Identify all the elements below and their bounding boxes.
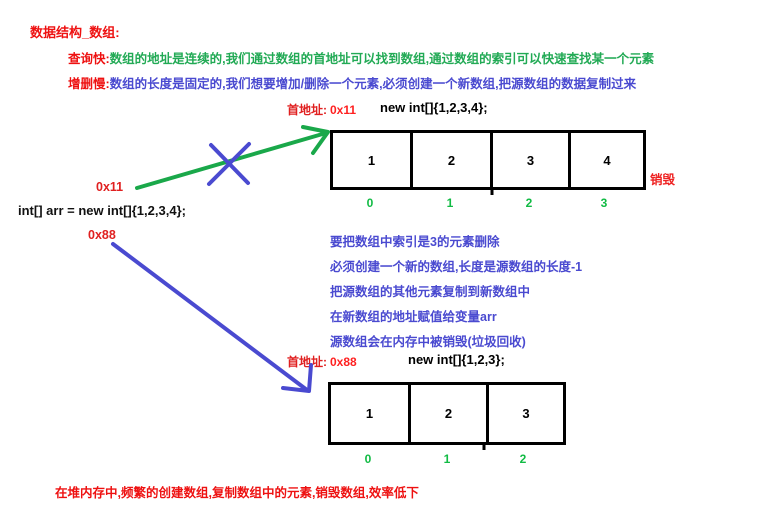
old-array-cell: 2: [413, 133, 493, 187]
old-array-index: 2: [525, 196, 533, 210]
note-body-slow-modify: 数组的长度是固定的,我们想要增加/删除一个元素,必须创建一个新数组,把源数组的数…: [109, 77, 637, 91]
note-body-fast-query: 数组的地址是连续的,我们通过数组的首地址可以找到数组,通过数组的索引可以快速查找…: [109, 52, 655, 66]
new-array-address-text: 首地址:: [287, 355, 327, 369]
page-title: 数据结构_数组:: [30, 25, 120, 40]
old-array-row: 1 2 3 4: [330, 130, 646, 190]
variable-old-reference: 0x11: [96, 180, 124, 194]
old-array-index: 1: [446, 196, 454, 210]
new-array-cell: 3: [489, 385, 563, 442]
old-array-index: 3: [600, 196, 608, 210]
new-array-address-label: 首地址:0x88: [287, 353, 357, 370]
old-array-construct-expression: new int[]{1,2,3,4};: [380, 100, 488, 115]
note-lead-slow-modify: 增删慢:: [68, 77, 110, 91]
step-line: 要把数组中索引是3的元素删除: [330, 235, 500, 249]
old-array-cell: 3: [493, 133, 571, 187]
old-array-address-text: 首地址:: [287, 103, 327, 117]
new-array-cell: 1: [331, 385, 411, 442]
destroy-label: 销毁: [650, 173, 676, 187]
conclusion-text: 在堆内存中,频繁的创建数组,复制数组中的元素,销毁数组,效率低下: [55, 486, 419, 500]
old-array-address-value: 0x11: [330, 103, 357, 117]
note-line-slow-modify: 增删慢:数组的长度是固定的,我们想要增加/删除一个元素,必须创建一个新数组,把源…: [68, 73, 636, 92]
variable-declaration-code: int[] arr = new int[]{1,2,3,4};: [18, 203, 186, 218]
new-array-index: 2: [519, 452, 527, 466]
variable-new-reference: 0x88: [88, 228, 116, 242]
step-line: 必须创建一个新的数组,长度是源数组的长度-1: [330, 260, 583, 274]
new-array-cell: 2: [411, 385, 489, 442]
old-array-cell: 4: [571, 133, 643, 187]
new-array-address-value: 0x88: [330, 355, 357, 369]
old-array-index-row: 0 1 2 3: [330, 196, 646, 210]
new-array-row: 1 2 3: [328, 382, 566, 445]
old-array-index: 0: [366, 196, 374, 210]
note-lead-fast-query: 查询快:: [68, 52, 110, 66]
note-line-fast-query: 查询快:数组的地址是连续的,我们通过数组的首地址可以找到数组,通过数组的索引可以…: [68, 48, 654, 67]
new-array-construct-expression: new int[]{1,2,3};: [408, 352, 505, 367]
blue-cross-mark: [207, 142, 251, 186]
new-array-index: 1: [443, 452, 451, 466]
blue-pointer-arrow: [111, 242, 313, 393]
new-array-index: 0: [364, 452, 372, 466]
old-array-address-label: 首地址:0x11: [287, 101, 356, 118]
step-line: 把源数组的其他元素复制到新数组中: [330, 285, 531, 299]
step-line: 源数组会在内存中被销毁(垃圾回收): [330, 335, 526, 349]
green-pointer-arrow: [135, 125, 330, 190]
new-array-index-row: 0 1 2: [328, 452, 566, 466]
old-array-cell: 1: [333, 133, 413, 187]
step-line: 在新数组的地址赋值给变量arr: [330, 310, 497, 324]
